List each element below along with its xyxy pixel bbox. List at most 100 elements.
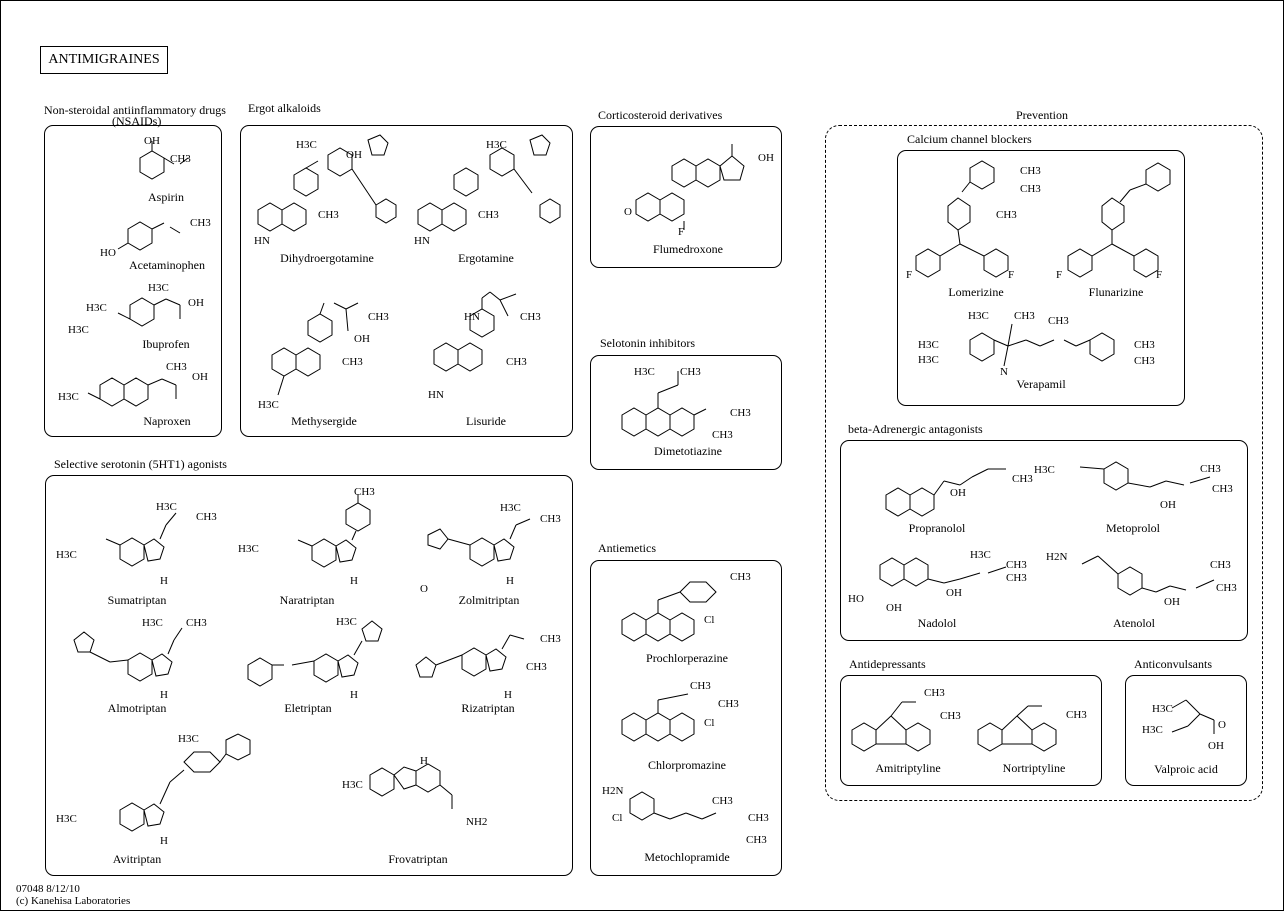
sumatriptan-h3c-2: H3C — [56, 549, 77, 561]
avitriptan-h3c: H3C — [178, 733, 199, 745]
atenolol-ch3-2: CH3 — [1216, 582, 1237, 594]
drug-amitriptyline: Amitriptyline — [875, 761, 941, 775]
metochlopramide-ch3-2: CH3 — [748, 812, 769, 824]
drug-frovatriptan: Frovatriptan — [388, 852, 448, 866]
metoprolol-h3c: H3C — [1034, 464, 1055, 476]
nsaids-label-abbrev: (NSAIDs) — [112, 114, 162, 128]
lomerizine-ch3-3: CH3 — [996, 209, 1017, 221]
valproic-h3c-2: H3C — [1142, 724, 1163, 736]
naproxen-ch3: CH3 — [166, 361, 187, 373]
drug-aspirin: Aspirin — [148, 190, 184, 204]
lomerizine-f-1: F — [906, 269, 913, 281]
drug-metoprolol: Metoprolol — [1106, 521, 1160, 535]
zolmitriptan-structure — [427, 518, 531, 567]
ergotamine-ch3: CH3 — [478, 209, 499, 221]
prochlorperazine-cl: Cl — [704, 614, 715, 626]
ergotamine-h3: H3C — [486, 139, 507, 151]
lisuride-hn: HN — [464, 311, 480, 323]
drug-nortriptyline: Nortriptyline — [1002, 761, 1066, 775]
atenolol-oh: OH — [1164, 596, 1180, 608]
nadolol-oh-2: OH — [946, 587, 962, 599]
corticosteroid-label: Corticosteroid derivatives — [598, 108, 723, 122]
anticonvulsants-box — [1125, 675, 1247, 786]
verapamil-h3c: H3C — [968, 310, 989, 322]
rizatriptan-ch3-1: CH3 — [540, 633, 561, 645]
diagram-title: ANTIMIGRAINES — [40, 46, 168, 74]
frovatriptan-h: H — [420, 755, 428, 767]
antiemetics-label: Antiemetics — [598, 541, 656, 555]
drug-naproxen: Naproxen — [143, 414, 191, 428]
dhe-h3: H3C — [296, 139, 317, 151]
serotonin-inhibitors-label: Selotonin inhibitors — [600, 336, 696, 350]
metoprolol-oh: OH — [1160, 499, 1176, 511]
valproic-oh: OH — [1208, 740, 1224, 752]
prochlorperazine-ch3: CH3 — [730, 571, 751, 583]
beta-box — [840, 440, 1248, 641]
frovatriptan-h3c: H3C — [342, 779, 363, 791]
lomerizine-ch3-2: CH3 — [1020, 183, 1041, 195]
naratriptan-ch3: CH3 — [354, 486, 375, 498]
methysergide-oh: OH — [354, 333, 370, 345]
dimetotiazine-ch3-1: CH3 — [680, 366, 701, 378]
amitriptyline-ch3-2: CH3 — [940, 710, 961, 722]
methysergide-structure — [271, 302, 359, 396]
zolmitriptan-ch3: CH3 — [540, 513, 561, 525]
footer-id-date: 07048 8/12/10 — [16, 883, 80, 895]
naratriptan-h3c: H3C — [238, 543, 259, 555]
verapamil-h3c-3: H3C — [918, 354, 939, 366]
propranolol-structure — [885, 468, 1006, 517]
dimetotiazine-h3c: H3C — [634, 366, 655, 378]
drug-verapamil: Verapamil — [1016, 377, 1066, 391]
naproxen-structure — [87, 377, 177, 407]
flunarizine-structure — [1067, 162, 1171, 278]
metochlopramide-ch3-1: CH3 — [712, 795, 733, 807]
lomerizine-structure — [915, 160, 1009, 278]
metoprolol-ch3-2: CH3 — [1212, 483, 1233, 495]
dimetotiazine-ch3-3: CH3 — [712, 429, 733, 441]
acetaminophen-structure — [117, 221, 181, 251]
corticosteroid-box — [590, 126, 782, 268]
metoprolol-ch3-1: CH3 — [1200, 463, 1221, 475]
naproxen-oh: OH — [192, 371, 208, 383]
drug-flunarizine: Flunarizine — [1088, 285, 1144, 299]
ibuprofen-h3c-2: H3C — [68, 324, 89, 336]
chlorpromazine-cl: Cl — [704, 717, 715, 729]
avitriptan-structure — [119, 733, 251, 832]
flunarizine-f-2: F — [1156, 269, 1163, 281]
drug-sumatriptan: Sumatriptan — [107, 593, 167, 607]
nadolol-ch3-1: CH3 — [1006, 559, 1027, 571]
verapamil-structure — [969, 323, 1115, 367]
rizatriptan-nh: H — [504, 689, 512, 701]
lomerizine-ch3-1: CH3 — [1020, 165, 1041, 177]
nortriptyline-structure — [977, 705, 1057, 752]
drug-valproic-acid: Valproic acid — [1154, 762, 1218, 776]
propranolol-oh: OH — [950, 487, 966, 499]
eletriptan-nh: H — [350, 689, 358, 701]
serotonin-inhibitors-box — [590, 355, 782, 470]
eletriptan-h3c: H3C — [336, 616, 357, 628]
sumatriptan-nh: H — [160, 575, 168, 587]
aspirin-oh: OH — [144, 135, 160, 147]
zolmitriptan-h3c: H3C — [500, 502, 521, 514]
nadolol-oh: OH — [886, 602, 902, 614]
almotriptan-ch3: CH3 — [186, 617, 207, 629]
aspirin-ch3: CH3 — [170, 153, 191, 165]
nsaids-box — [44, 125, 222, 437]
dhe-ch3: CH3 — [318, 209, 339, 221]
drug-rizatriptan: Rizatriptan — [461, 701, 515, 715]
methysergide-ch3-1: CH3 — [368, 311, 389, 323]
chlorpromazine-structure — [621, 693, 695, 742]
methysergide-h3c: H3C — [258, 399, 279, 411]
aspirin-structure — [139, 141, 189, 180]
ergot-box — [240, 125, 573, 437]
metochlopramide-cl: Cl — [612, 812, 623, 824]
almotriptan-h3c: H3C — [142, 617, 163, 629]
prevention-box — [825, 125, 1263, 801]
valproic-o: O — [1218, 719, 1226, 731]
sumatriptan-ch3: CH3 — [196, 511, 217, 523]
ccb-label: Calcium channel blockers — [907, 132, 1032, 146]
valproic-h3c-1: H3C — [1152, 703, 1173, 715]
verapamil-ch3-2: CH3 — [1048, 315, 1069, 327]
beta-label: beta-Adrenergic antagonists — [848, 422, 983, 436]
lisuride-hn-2: HN — [428, 389, 444, 401]
